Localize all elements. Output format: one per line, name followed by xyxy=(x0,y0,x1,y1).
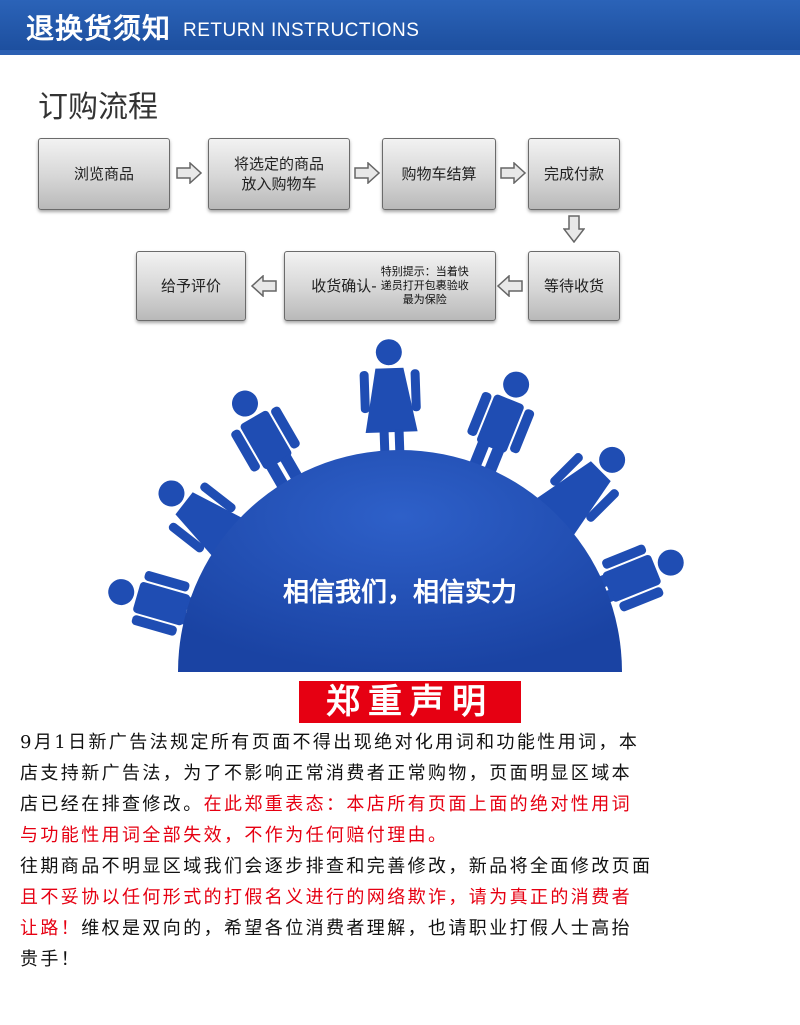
special-tip-line3: 最为保险 xyxy=(402,293,447,306)
flow-step-review-label: 给予评价 xyxy=(160,277,221,295)
header-banner: 退换货须知 RETURN INSTRUCTIONS xyxy=(0,0,800,55)
declaration-line-highlight: 且不妥协以任何形式的打假名义进行的网络欺诈，请为真正的消费者 xyxy=(20,887,632,908)
declaration-line-highlight: 与功能性用词全部失效，不作为任何赔付理由。 xyxy=(20,825,449,846)
flow-step-add-to-cart-line2: 放入购物车 xyxy=(241,175,317,193)
flow-step-add-to-cart-line1: 将选定的商品 xyxy=(233,155,324,173)
declaration-body: 9月1日新广告法规定所有页面不得出现绝对化用词和功能性用词，本 店支持新广告法，… xyxy=(20,727,790,975)
declaration-line-part: 维权是双向的，希望各位消费者理解，也请职业打假人士高抬 xyxy=(81,918,633,939)
flow-step-confirm: 收货确认- 特别提示：当着快 递员打开包裹验收 最为保险 xyxy=(284,251,496,321)
arrow-left-icon xyxy=(251,275,277,297)
arrow-down-icon xyxy=(563,215,585,243)
flow-step-wait: 等待收货 xyxy=(528,251,620,321)
flow-step-wait-label: 等待收货 xyxy=(543,277,604,295)
flow-step-browse-label: 浏览商品 xyxy=(73,165,134,183)
declaration-line: 贵手！ xyxy=(20,949,82,970)
declaration-line: 9月1日新广告法规定所有页面不得出现绝对化用词和功能性用词，本 xyxy=(20,732,640,753)
section-title: 订购流程 xyxy=(38,90,158,125)
declaration-line: 店支持新广告法，为了不影响正常消费者正常购物，页面明显区域本 xyxy=(20,763,632,784)
header-title-en: RETURN INSTRUCTIONS xyxy=(183,20,420,41)
declaration-line: 让路！维权是双向的，希望各位消费者理解，也请职业打假人士高抬 xyxy=(20,913,790,944)
arrow-right-icon xyxy=(176,162,202,184)
declaration-heading: 郑重声明 xyxy=(299,681,521,723)
header-divider xyxy=(0,50,800,55)
arrow-right-icon xyxy=(354,162,380,184)
declaration-line-highlight: 让路！ xyxy=(20,918,82,939)
declaration-line-part: 店已经在排查修改。 xyxy=(20,794,204,815)
flow-step-add-to-cart: 将选定的商品 放入购物车 xyxy=(208,138,350,210)
flow-step-checkout: 购物车结算 xyxy=(382,138,496,210)
flow-step-confirm-label: 收货确认- xyxy=(311,277,377,295)
slogan-text: 相信我们，相信实力 xyxy=(283,577,517,608)
declaration-line: 往期商品不明显区域我们会逐步排查和完善修改，新品将全面修改页面 xyxy=(20,856,653,877)
special-tip-line1: 特别提示：当着快 xyxy=(380,265,469,278)
declaration-line: 店已经在排查修改。在此郑重表态：本店所有页面上面的绝对性用词 xyxy=(20,789,790,820)
flow-step-pay: 完成付款 xyxy=(528,138,620,210)
special-tip: 特别提示：当着快 递员打开包裹验收 最为保险 xyxy=(381,265,469,307)
flow-step-pay-label: 完成付款 xyxy=(543,165,604,183)
flow-step-review: 给予评价 xyxy=(136,251,246,321)
special-tip-line2: 递员打开包裹验收 xyxy=(380,279,469,292)
flow-step-checkout-label: 购物车结算 xyxy=(401,165,477,183)
flow-step-browse: 浏览商品 xyxy=(38,138,170,210)
arrow-left-icon xyxy=(497,275,523,297)
arrow-right-icon xyxy=(500,162,526,184)
dome-shape xyxy=(178,450,622,672)
crowd-graphic: 相信我们，相信实力 xyxy=(108,339,684,672)
header-title-cn: 退换货须知 xyxy=(26,12,172,45)
declaration-line-highlight: 在此郑重表态：本店所有页面上面的绝对性用词 xyxy=(203,794,633,815)
